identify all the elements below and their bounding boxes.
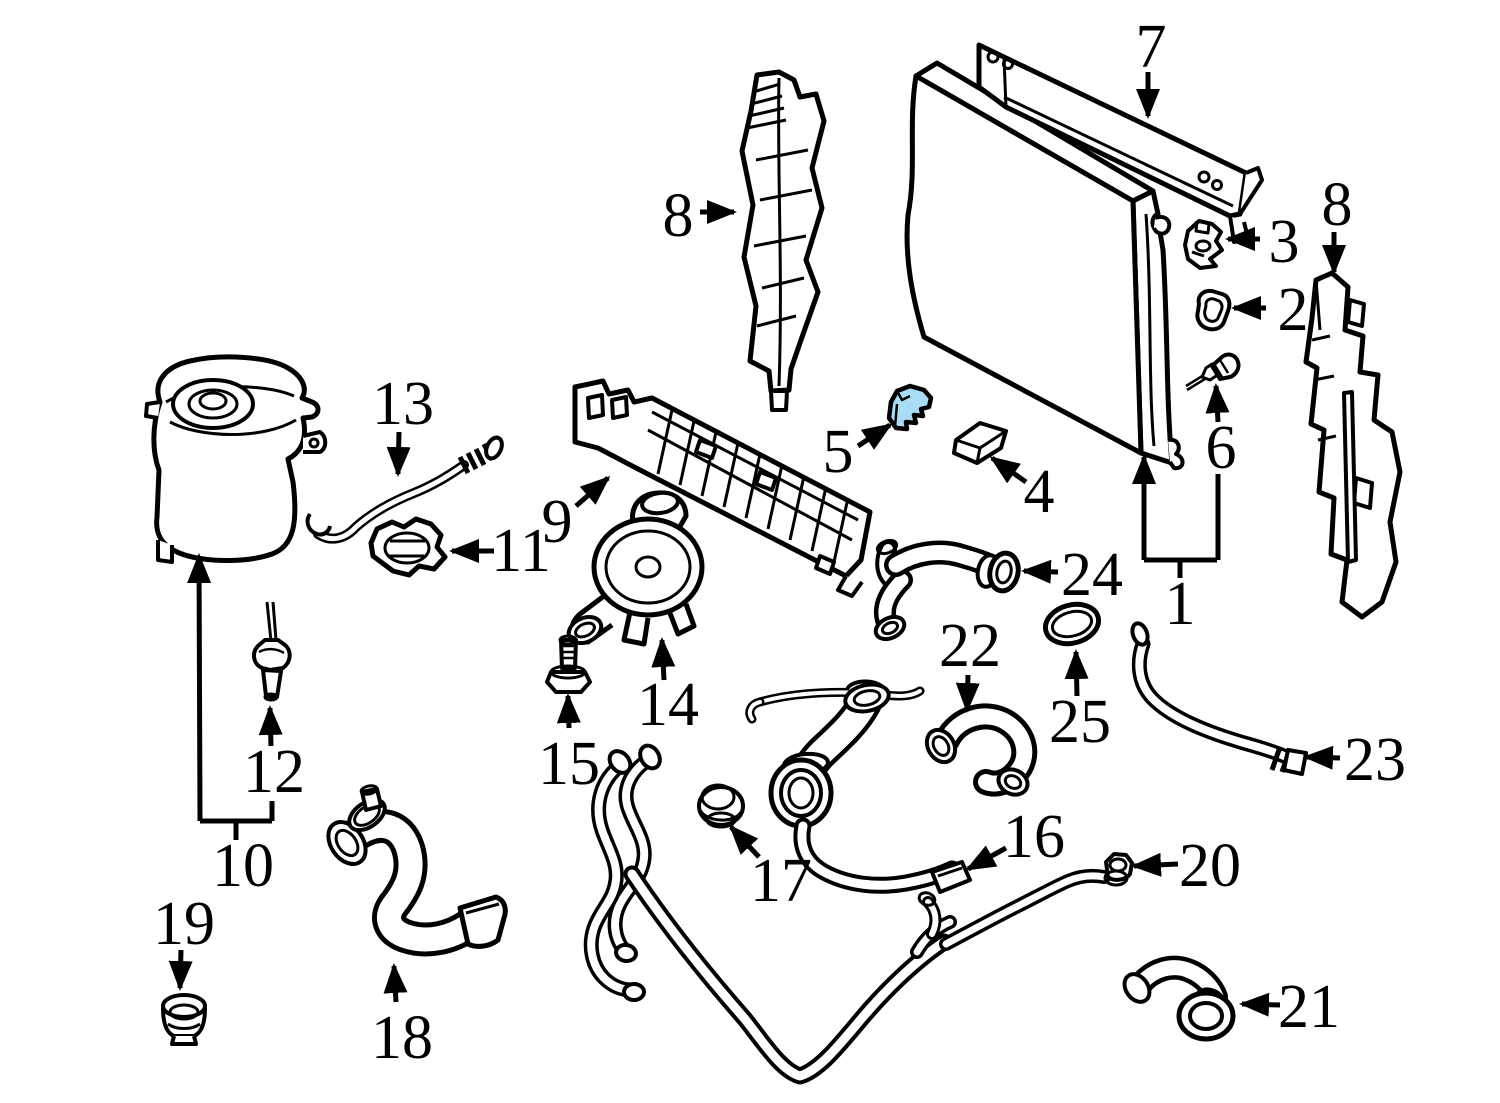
- callout-22-label-22: 22: [939, 612, 1001, 680]
- callout-24-label-24: 24: [1061, 541, 1123, 609]
- callout-17-arrow: [728, 824, 761, 859]
- callout-14-arrow: [651, 637, 676, 681]
- callout-20-arrow: [1131, 852, 1179, 877]
- callout-15-label-15: 15: [538, 730, 600, 798]
- callout-9-label-9: 9: [542, 488, 573, 556]
- bolt-illustration: [545, 634, 592, 694]
- hose-24-illustration: [873, 538, 1021, 642]
- reservoir-cap-illustration: [368, 516, 448, 578]
- callout-10-arrow: [187, 553, 212, 822]
- u-hose-22-illustration: [924, 703, 1038, 797]
- vent-pipe-illustration: [305, 435, 504, 544]
- drain-plug-illustration: [161, 993, 207, 1046]
- callout-12-label-12: 12: [243, 738, 305, 806]
- callout-19-arrow: [168, 949, 193, 991]
- expansion-tank-illustration: [144, 354, 328, 564]
- callout-20-label-20: 20: [1179, 832, 1241, 900]
- callout-13-arrow: [386, 431, 411, 477]
- clamp-3-illustration: [1183, 219, 1224, 270]
- lower-hose-illustration: [326, 784, 508, 957]
- hose-23-illustration: [1130, 621, 1308, 776]
- sensor-6-illustration: [1185, 352, 1241, 392]
- callout-4-label-3: 4: [1024, 458, 1055, 526]
- callout-5-label-4: 5: [823, 418, 854, 486]
- callout-5-arrow: [856, 422, 893, 450]
- callout-16-arrow: [965, 845, 1008, 872]
- callout-8-label-8: 8: [1322, 171, 1353, 239]
- callout-24-arrow: [1021, 559, 1059, 584]
- highlighted-clip-5-illustration: [886, 383, 934, 432]
- right-side-bracket-illustration: [1303, 270, 1403, 620]
- gasket-oring-illustration: [1042, 601, 1102, 647]
- callout-1-label-0: 1: [1165, 570, 1196, 638]
- callout-7-label-6: 7: [1136, 13, 1167, 81]
- callout-25-label-25: 25: [1049, 688, 1111, 756]
- callout-12-arrow: [258, 705, 283, 747]
- grommet-2-illustration: [1195, 288, 1232, 332]
- callout-6-arrow: [1205, 383, 1230, 423]
- left-side-bracket-illustration: [739, 69, 827, 412]
- thermostat-illustration: [566, 490, 705, 647]
- callout-23-arrow: [1303, 745, 1341, 770]
- elbow-hose-21-illustration: [1122, 955, 1236, 1042]
- callout-6-label-5: 6: [1206, 414, 1237, 482]
- callout-13-label-13: 13: [372, 370, 434, 438]
- sealing-plug-illustration: [697, 783, 745, 829]
- callout-14-label-14: 14: [637, 671, 699, 739]
- level-sensor-illustration: [252, 601, 292, 702]
- callout-10-label-10: 10: [212, 832, 274, 900]
- callout-4-arrow: [989, 455, 1028, 485]
- callout-18-arrow: [383, 963, 408, 1003]
- callout-8-label-7: 8: [663, 182, 694, 250]
- callout-9-arrow: [574, 476, 611, 508]
- clip-4-illustration: [952, 421, 1008, 465]
- callout-22-arrow: [955, 674, 980, 713]
- callout-21-arrow: [1239, 992, 1281, 1017]
- lower-shroud-illustration: [572, 378, 873, 598]
- center-hose-assembly-illustration: [583, 679, 1111, 1085]
- callout-18-label-18: 18: [371, 1004, 433, 1072]
- callout-3-label-2: 3: [1269, 208, 1300, 276]
- callout-15-arrow: [556, 693, 581, 729]
- callout-16-label-16: 16: [1003, 803, 1065, 871]
- callout-19-label-19: 19: [153, 890, 215, 958]
- callout-21-label-21: 21: [1278, 973, 1340, 1041]
- callout-17-label-17: 17: [750, 847, 812, 915]
- callout-2-label-1: 2: [1278, 276, 1309, 344]
- callout-23-label-23: 23: [1344, 726, 1406, 794]
- radiator-illustration: [904, 60, 1185, 471]
- hose-fitting-20-illustration: [1103, 852, 1134, 887]
- callout-25-arrow: [1064, 649, 1089, 697]
- callout-11-label-11: 11: [491, 517, 551, 585]
